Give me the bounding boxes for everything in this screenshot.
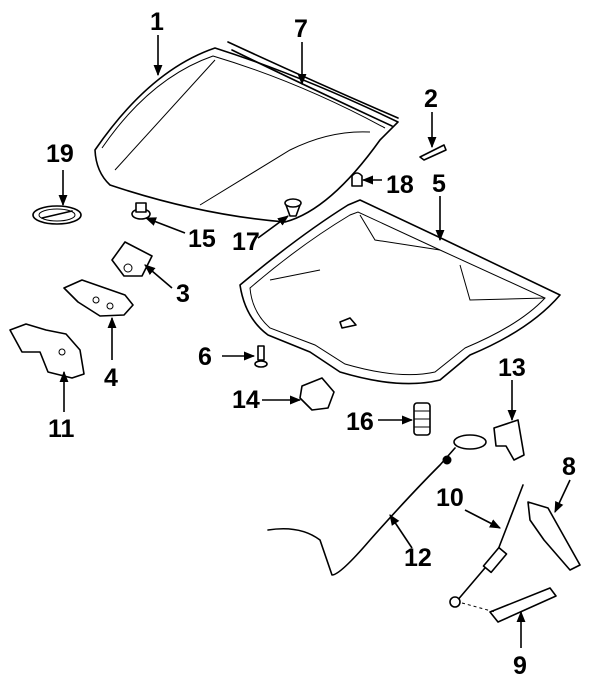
callout-16: 16	[346, 408, 374, 436]
release-cable-12	[267, 434, 487, 576]
callout-19: 19	[46, 140, 74, 168]
bracket-14	[299, 377, 335, 411]
plug-18	[351, 172, 363, 187]
bracket-9	[489, 587, 557, 623]
bolt-6	[254, 345, 268, 368]
callout-5: 5	[432, 170, 446, 198]
callout-14: 14	[232, 386, 260, 414]
bumper-16	[413, 402, 431, 436]
bracket-2	[419, 144, 447, 161]
bracket-3	[111, 241, 153, 277]
callout-7: 7	[294, 15, 308, 43]
hinge-8	[527, 501, 581, 571]
hood-bumper-15	[131, 202, 151, 220]
hood-insulator	[239, 199, 561, 385]
callout-12: 12	[404, 544, 432, 572]
callout-11: 11	[48, 415, 75, 443]
callout-9: 9	[513, 652, 527, 680]
callout-8: 8	[562, 453, 576, 481]
emblem-19	[32, 205, 82, 225]
hinge-plate-4	[63, 279, 134, 317]
hood-panel	[94, 47, 399, 223]
clip-17	[284, 198, 302, 217]
callout-1: 1	[150, 8, 164, 36]
callout-18: 18	[386, 171, 414, 199]
callout-10: 10	[436, 484, 464, 512]
callout-13: 13	[498, 354, 526, 382]
callout-3: 3	[176, 280, 190, 308]
latch-11	[9, 323, 85, 379]
release-handle-13	[493, 419, 525, 461]
callout-6: 6	[198, 343, 212, 371]
callout-17: 17	[232, 228, 260, 256]
support-strut-10	[449, 484, 524, 608]
hood-seal	[227, 41, 399, 127]
callout-4: 4	[104, 364, 118, 392]
callout-15: 15	[188, 225, 216, 253]
callout-2: 2	[424, 85, 438, 113]
